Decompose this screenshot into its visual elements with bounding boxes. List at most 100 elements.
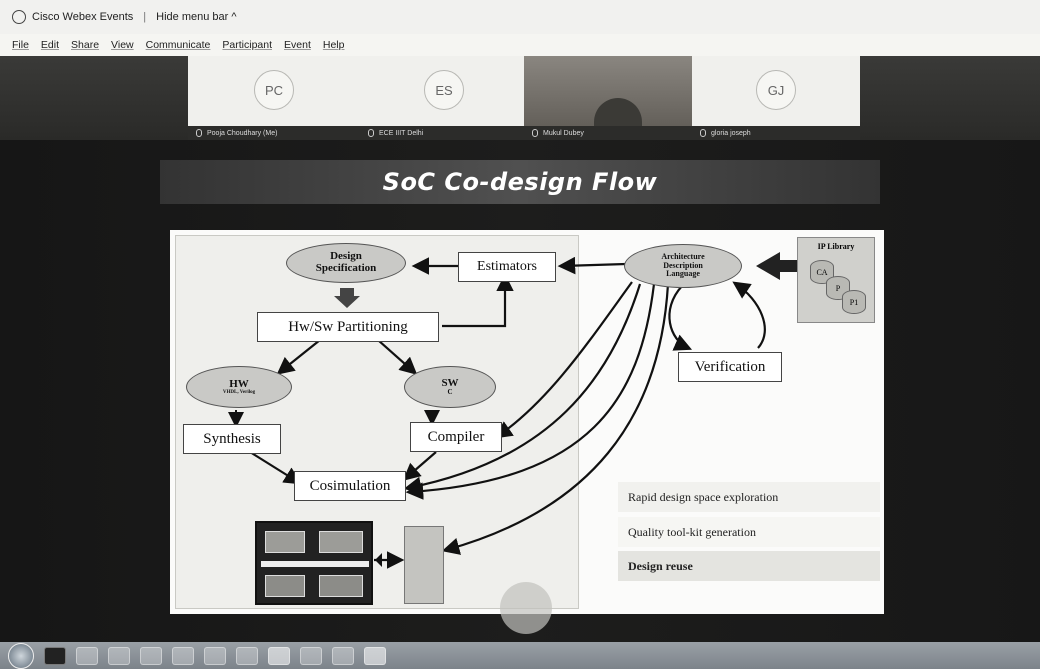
node-label: SW [441, 376, 459, 389]
title-bar: Cisco Webex Events | Hide menu bar ^ [0, 0, 1040, 34]
mic-icon [196, 129, 202, 137]
soc-side-box [404, 526, 444, 604]
participant-name: Mukul Dubey [543, 129, 584, 137]
avatar: ES [424, 70, 464, 110]
strip-right-filler [860, 56, 1040, 140]
node-sw: SW C [404, 366, 496, 408]
menu-participant[interactable]: Participant [222, 39, 273, 51]
menu-edit[interactable]: Edit [40, 39, 60, 51]
node-sublabel: VHDL, Verilog [222, 390, 256, 396]
taskbar-webex-icon[interactable] [364, 646, 386, 665]
slide-title-banner: SoC Co-design Flow [160, 160, 880, 204]
arrow-adl-to-cosim-2 [405, 283, 656, 500]
arrow-adl-to-cosim [403, 283, 642, 495]
node-label: HW [229, 377, 249, 390]
taskbar-app-icon[interactable] [204, 646, 226, 665]
bullet-point: Design reuse [618, 551, 880, 581]
menu-view[interactable]: View [111, 39, 134, 51]
soc-block-cell [265, 531, 305, 553]
soc-block-cell [265, 575, 305, 597]
arrow-synthesis-to-cosim [249, 451, 302, 485]
menu-file[interactable]: File [12, 39, 29, 51]
node-hw: HW VHDL, Verilog [186, 366, 292, 408]
arrow-adl-to-verification [668, 285, 693, 351]
windows-taskbar [0, 642, 1040, 669]
arrow-adl-to-hwblock [441, 283, 670, 555]
participant-namebar: Mukul Dubey [524, 126, 692, 140]
soc-block-graphic [255, 521, 373, 605]
avatar: GJ [756, 70, 796, 110]
taskbar-app-icon[interactable] [236, 646, 258, 665]
participant-strip: PC Pooja Choudhary (Me) ES ECE IIIT Delh… [0, 56, 1040, 140]
mic-icon [700, 129, 706, 137]
soc-block-cell [319, 575, 363, 597]
slide-title: SoC Co-design Flow [382, 168, 658, 196]
participant-tile[interactable]: ES ECE IIIT Delhi [360, 56, 524, 140]
node-design-specification: Design Specification [286, 243, 406, 283]
arrow-adl-to-compiler [494, 281, 633, 439]
arrow-iplib-to-adl [756, 252, 798, 280]
node-cosimulation: Cosimulation [294, 471, 406, 501]
bullet-point: Quality tool-kit generation [618, 517, 880, 547]
node-verification: Verification [678, 352, 782, 382]
node-estimators: Estimators [458, 252, 556, 282]
strip-left-filler [0, 56, 188, 140]
flow-arrows [228, 252, 798, 569]
menu-bar: File Edit Share View Communicate Partici… [0, 34, 1040, 56]
arrow-partition-to-sw [377, 339, 418, 375]
participant-video-tile[interactable]: Mukul Dubey [524, 56, 692, 140]
participant-tile[interactable]: GJ gloria joseph [692, 56, 860, 140]
mic-icon [368, 129, 374, 137]
title-separator: | [143, 11, 147, 23]
menu-help[interactable]: Help [322, 39, 345, 51]
node-label: Language [666, 269, 700, 279]
participant-namebar: gloria joseph [692, 126, 860, 140]
node-hw-sw-partitioning: Hw/Sw Partitioning [257, 312, 439, 342]
watermark-logo [500, 582, 552, 634]
soc-bus [261, 561, 369, 567]
node-label: Description [663, 260, 703, 270]
arrow-head-left [375, 553, 382, 567]
participant-namebar: Pooja Choudhary (Me) [188, 126, 360, 140]
window-title: Cisco Webex Events [32, 11, 134, 23]
node-label: Specification [315, 262, 377, 274]
node-label: Architecture [661, 252, 705, 262]
node-label: Design [330, 250, 362, 263]
taskbar-app-icon[interactable] [108, 646, 130, 665]
participant-name: ECE IIIT Delhi [379, 129, 424, 137]
arrow-spec-to-partition [334, 288, 360, 308]
ip-item: P [826, 276, 850, 300]
taskbar-app-icon[interactable] [76, 646, 98, 665]
participant-name: gloria joseph [711, 129, 751, 137]
taskbar-app-icon[interactable] [140, 646, 162, 665]
node-sublabel: C [447, 388, 453, 397]
arrow-partition-to-hw [276, 339, 321, 375]
arrow-verification-to-adl [732, 281, 766, 349]
webex-logo-icon [12, 10, 26, 24]
taskbar-app-icon[interactable] [300, 646, 322, 665]
start-button[interactable] [8, 642, 34, 669]
participant-namebar: ECE IIIT Delhi [360, 126, 524, 140]
bullet-point: Rapid design space exploration [618, 482, 880, 512]
ip-item: CA [810, 260, 834, 284]
taskbar-app-icon[interactable] [172, 646, 194, 665]
arrow-compiler-to-cosim [402, 451, 437, 481]
ip-library-label: IP Library [817, 242, 855, 251]
menu-event[interactable]: Event [284, 39, 311, 51]
soc-block-cell [319, 531, 363, 553]
taskbar-app-icon[interactable] [268, 646, 290, 665]
taskbar-app-icon[interactable] [332, 646, 354, 665]
menu-communicate[interactable]: Communicate [145, 39, 211, 51]
mic-icon [532, 129, 538, 137]
arrow-partition-to-estimators [442, 273, 514, 328]
node-architecture-description-language: Architecture Description Language [624, 244, 742, 288]
participant-tile[interactable]: PC Pooja Choudhary (Me) [188, 56, 360, 140]
menu-share[interactable]: Share [71, 39, 100, 51]
avatar: PC [254, 70, 294, 110]
node-compiler: Compiler [410, 422, 502, 452]
node-synthesis: Synthesis [183, 424, 281, 454]
ip-item: P1 [842, 290, 866, 314]
taskbar-app-icon[interactable] [44, 646, 66, 665]
hide-menu-bar-button[interactable]: Hide menu bar ^ [156, 11, 237, 23]
